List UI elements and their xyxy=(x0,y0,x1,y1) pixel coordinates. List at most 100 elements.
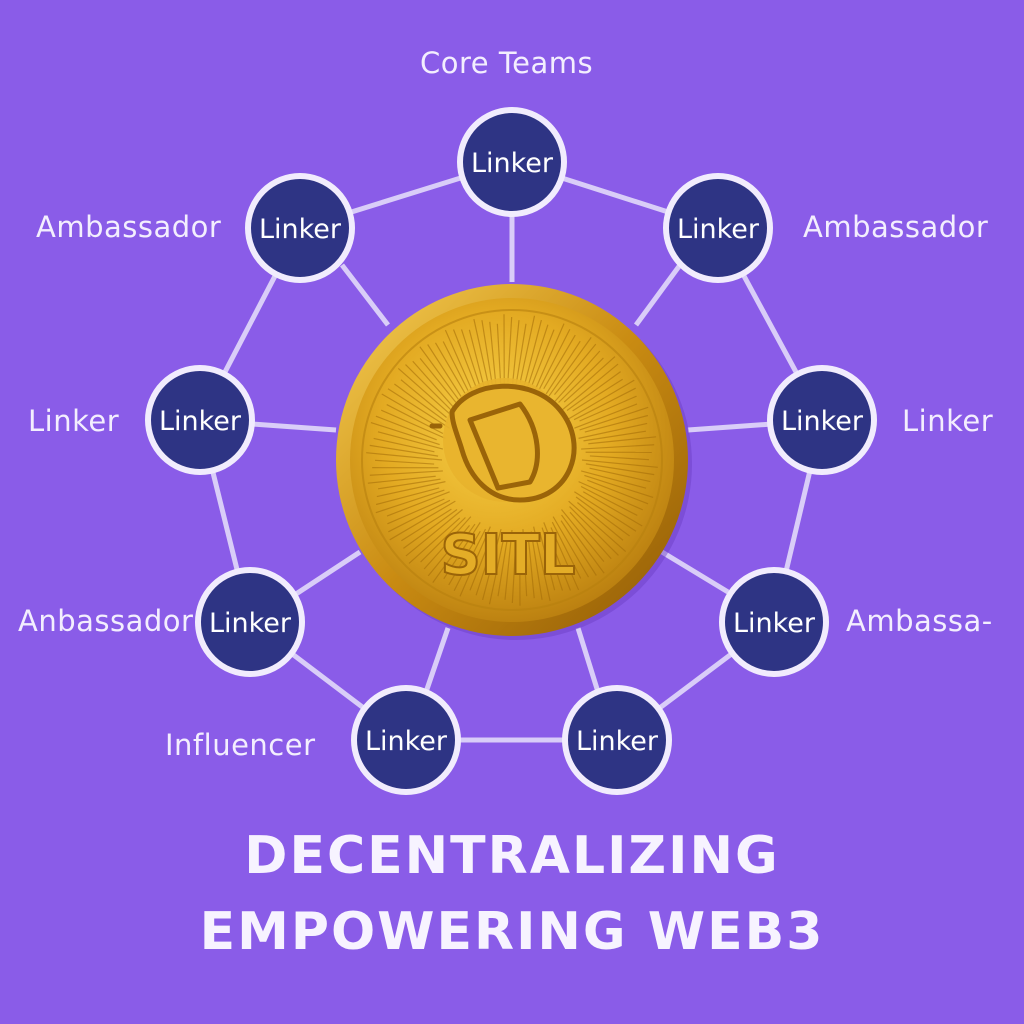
coin-ray xyxy=(481,320,494,389)
coin-ray xyxy=(511,537,517,604)
label-linker-right: Linker xyxy=(902,404,994,438)
coin-ray xyxy=(419,358,463,411)
spoke-upper-right xyxy=(633,263,683,327)
coin-ray xyxy=(526,324,549,388)
coin-ray xyxy=(561,363,619,411)
coin-ray xyxy=(581,459,658,468)
coin-ray xyxy=(578,481,644,511)
coin-ray xyxy=(543,340,581,398)
coin-ray xyxy=(543,522,572,591)
coin-ray xyxy=(388,499,451,533)
coin-ray xyxy=(582,491,643,527)
coin-ray xyxy=(401,508,452,542)
linker-node-label: Linker xyxy=(259,214,342,245)
linker-node-lower-left: Linker xyxy=(195,567,305,677)
coin-ray xyxy=(375,489,445,514)
spoke-left xyxy=(251,421,337,433)
linker-node-label: Linker xyxy=(159,406,242,437)
linker-node-upper-left: Linker xyxy=(245,173,355,283)
coin-ray xyxy=(381,393,442,429)
coin-ray xyxy=(468,329,485,388)
label-ambassador-lower-left: Anbassador xyxy=(18,604,194,638)
coin-ray xyxy=(527,536,535,599)
coin-ray xyxy=(475,532,498,596)
coin-ray xyxy=(375,415,437,441)
coin-ray xyxy=(541,527,564,591)
coin-ray xyxy=(405,509,463,557)
coin-ray xyxy=(427,525,470,577)
linker-node-circle xyxy=(767,365,877,475)
coin-ray xyxy=(373,437,435,453)
linker-node-circle xyxy=(663,173,773,283)
coin-ray xyxy=(387,388,450,429)
coin-ray xyxy=(566,371,621,411)
label-ambassador-upper-right: Ambassador xyxy=(803,210,989,244)
headline-line-2: EMPOWERING WEB3 xyxy=(199,902,825,962)
linker-node-upper-right: Linker xyxy=(663,173,773,283)
coin-ray xyxy=(579,395,637,422)
coin-ray xyxy=(400,379,447,418)
coin-ray xyxy=(583,430,647,442)
coin-ray xyxy=(489,321,497,384)
linker-node-lower-right: Linker xyxy=(719,567,829,677)
coin-ray xyxy=(533,526,551,602)
coin-ray xyxy=(519,315,536,383)
coin-ray xyxy=(574,491,637,532)
coin-ray xyxy=(453,528,487,592)
coin-ray xyxy=(563,356,616,403)
linker-node-circle xyxy=(719,567,829,677)
coin-ray xyxy=(427,344,464,400)
coin-ray xyxy=(488,537,505,605)
coin-ray xyxy=(569,511,612,560)
coin-ray xyxy=(522,529,528,597)
coin-ray xyxy=(386,404,444,435)
coin-ray xyxy=(469,535,493,591)
coin-ray xyxy=(543,334,576,390)
coin-ray xyxy=(497,533,509,597)
coin-ray xyxy=(573,387,636,421)
coin-ray xyxy=(530,531,543,600)
coin-ray xyxy=(579,406,649,431)
coin-ray xyxy=(554,343,597,395)
coin-ray xyxy=(403,509,458,549)
coin-ray xyxy=(552,516,590,578)
spoke-upper-left xyxy=(340,263,390,327)
linker-node-label: Linker xyxy=(365,726,448,757)
spoke-lower-right xyxy=(660,549,730,595)
coin-ray xyxy=(482,528,502,601)
coin-ray xyxy=(561,509,605,562)
coin-ray xyxy=(369,470,443,476)
coin-ray xyxy=(412,360,455,409)
coin-ray xyxy=(448,530,481,586)
linker-node-label: Linker xyxy=(209,608,292,639)
coin-ray xyxy=(548,337,592,397)
linker-node-label: Linker xyxy=(677,214,760,245)
linker-node-circle xyxy=(562,685,672,795)
coin-ray xyxy=(580,470,647,489)
coin-ray xyxy=(581,444,655,450)
label-linker-left: Linker xyxy=(28,404,120,438)
coin-ray xyxy=(459,526,491,597)
coin-ray xyxy=(585,463,655,476)
coin-ray xyxy=(511,320,520,391)
coin-ray xyxy=(550,527,580,591)
coin-ray xyxy=(568,379,635,420)
coin-ray xyxy=(374,459,435,465)
coin-ray xyxy=(366,452,443,461)
spoke-right xyxy=(687,421,773,433)
coin-ray xyxy=(443,522,481,580)
coin-ray xyxy=(375,487,440,506)
coin-ray xyxy=(420,517,466,563)
coin-ray xyxy=(589,467,651,483)
linker-node-label: Linker xyxy=(781,406,864,437)
coin-ray xyxy=(572,378,623,412)
coin-ray xyxy=(587,479,649,505)
coin-ray xyxy=(419,346,463,406)
coin-ray xyxy=(389,500,456,541)
linker-node-bottom-left: Linker xyxy=(351,685,461,795)
spoke-bottom-right xyxy=(575,627,601,693)
coin-ray xyxy=(367,475,436,484)
label-core-teams: Core Teams xyxy=(420,46,594,80)
coin-ray xyxy=(584,474,654,499)
